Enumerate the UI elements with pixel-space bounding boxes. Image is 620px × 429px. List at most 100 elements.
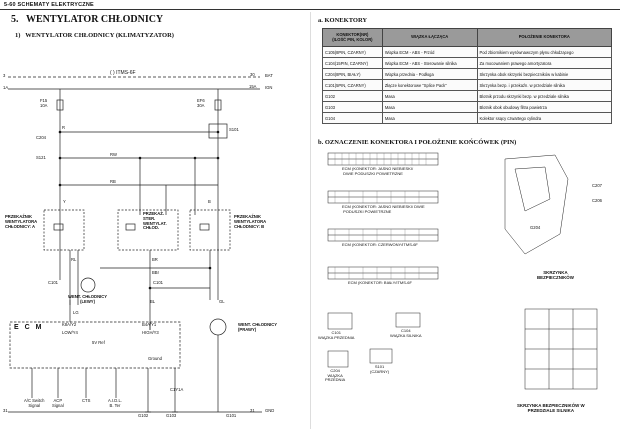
c101-left-label: C101 <box>48 280 59 285</box>
table-cell: Wiązka ECM - ABS - Przód <box>381 46 478 58</box>
wire-color-3: RB <box>110 179 116 184</box>
connector3-caption: ECM (KONEKTOR: CZERWONY/ITMS-6F <box>342 242 418 247</box>
bus-label: ( ) ITMS-6F <box>110 70 136 76</box>
table-row: C204(8PIN, BIAŁY) Wiązka przednia - Podł… <box>322 68 613 80</box>
connector-table: KONEKTOR(NR) (ILOŚĆ PIN, KOLOR) WIĄZKA Ł… <box>322 28 613 124</box>
s101-label: S101 <box>229 127 239 132</box>
ground-point-2: G103 <box>166 413 177 418</box>
connector4-caption: ECM (KONEKTOR: BIAŁY/ITMS-6F <box>348 280 412 285</box>
wire-color-9: BBr <box>152 270 159 275</box>
callout-g204: G204 <box>530 225 541 230</box>
table-row: C104(15PIN, CZARNY) Wiązka ECM - ABS - S… <box>322 57 613 69</box>
bus-num-left-mid: 1A <box>3 85 9 90</box>
bus-num-left-bottom: 31 <box>3 408 8 413</box>
connector1-caption: ECM (KONEKTOR: JASNO NIEBIESKI/ DWIE POD… <box>342 166 414 176</box>
table-cell: C204(8PIN, BIAŁY) <box>322 68 383 80</box>
header-rule <box>0 9 620 10</box>
table-header: WIĄZKA ŁĄCZĄCA <box>381 28 478 47</box>
connectors-section-title: a. KONEKTORY <box>318 17 368 24</box>
page-header: 5-60 SCHEMATY ELEKTRYCZNE <box>4 2 94 8</box>
table-row: G104 Masa Kolektor ssący czwartego cylin… <box>322 112 613 124</box>
c101-caption: C101 WIĄZKA PRZEDNIA <box>318 330 355 340</box>
table-cell: Pod zbiornikiem wyrównawczym płynu chłod… <box>476 46 613 58</box>
sensor-cts: CTS <box>82 398 91 403</box>
callout-c207: C207 <box>592 183 603 188</box>
wire-color-4: Y <box>63 199 66 204</box>
ecm-pin-right: B4A/Y1 <box>142 322 157 327</box>
wire-color-7: RL <box>71 257 77 262</box>
bus-num-right-bottom: 31 <box>250 408 255 413</box>
section-title: 5. WENTYLATOR CHŁODNICY <box>11 14 163 25</box>
ecm-pin-high: HIGH/Y3 <box>142 330 159 335</box>
ecm-ref-label: 5V Ref <box>92 340 105 345</box>
wire-color-11: LG <box>73 310 79 315</box>
table-cell: Skrzynka obok skrzynki bezpieczników w k… <box>476 68 613 80</box>
sensor-aidl: A.I.D.L. B. Ter <box>108 398 122 408</box>
callout-c206: C206 <box>592 198 603 203</box>
table-cell: Złącze konektorowe "Splice Pack" <box>381 79 478 91</box>
ecm-label: E C M <box>14 324 44 331</box>
wire-color-8: BL <box>150 299 156 304</box>
ecm-ground-label: Ground <box>148 356 162 361</box>
relay-left-title: PRZEKAŹNIK WENTYLATORA CHŁODNICY: A <box>5 214 38 229</box>
table-cell: G102 <box>322 90 383 102</box>
table-row: G102 Masa Blotnik przodu skrzynki bezp. … <box>322 90 613 102</box>
s101-caption: S101 (CZARNY) <box>370 364 390 374</box>
table-row: G103 Masa Blotnik obok obudowy filtra po… <box>322 101 613 113</box>
subsection-title: 1) WENTYLATOR CHŁODNICY (KLIMATYZATOR) <box>15 32 174 39</box>
table-header: POŁOŻENIE KONEKTORA <box>476 28 613 47</box>
table-cell: Masa <box>381 112 478 124</box>
ground-point-1: G102 <box>138 413 149 418</box>
page-spine <box>310 12 311 429</box>
subsection-title-text: WENTYLATOR CHŁODNICY (KLIMATYZATOR) <box>25 32 174 39</box>
ecm-pin-left: K8A/Y2 <box>62 322 77 327</box>
table-cell: C105(8PIN, CZARNY) <box>322 46 383 58</box>
ign-label: IGN <box>265 85 273 90</box>
bus-num-left-top: 3 <box>3 73 6 78</box>
fuse-left-label: F15 10A <box>40 98 48 108</box>
table-header-row: KONEKTOR(NR) (ILOŚĆ PIN, KOLOR) WIĄZKA Ł… <box>322 28 613 47</box>
wire-color-2: RW <box>110 152 117 157</box>
table-cell: C101(5PIN, CZARNY) <box>322 79 383 91</box>
table-cell: Kolektor ssący czwartego cylindra <box>476 112 613 124</box>
relay-mid-title: PRZEKAŹ. STER. WENTYLAT. CHŁOD. <box>143 211 167 231</box>
table-header: KONEKTOR(NR) (ILOŚĆ PIN, KOLOR) <box>322 28 383 47</box>
fusebox-caption: SKRZYNKA BEZPIECZNIKÓW <box>537 270 574 281</box>
wire-color-1: R <box>62 125 66 130</box>
section-title-text: WENTYLATOR CHŁODNICY <box>26 14 164 25</box>
table-cell: G104 <box>322 112 383 124</box>
table-cell: Za mocowaniem prawego amortyzatora <box>476 57 613 69</box>
wiring-schematic <box>8 76 262 413</box>
table-cell: Masa <box>381 101 478 113</box>
ecm-pin-low: LOW/Y4 <box>62 330 78 335</box>
wire-color-5: B <box>208 199 211 204</box>
sensor-c1y1a: C1Y1A <box>170 387 184 392</box>
table-cell: G103 <box>322 101 383 113</box>
wire-color-10: GL <box>219 299 225 304</box>
table-cell: Blotnik obok obudowy filtra powietrza <box>476 101 613 113</box>
table-cell: Blotnik przodu skrzynki bezp. w przedzia… <box>476 90 613 102</box>
c104-caption: C104 WIĄZKA SILNIKA <box>390 328 422 338</box>
gnd-label: GND <box>265 408 275 413</box>
ground-point-3: G101 <box>226 413 237 418</box>
table-cell: C104(15PIN, CZARNY) <box>322 57 383 69</box>
sensor-ac-switch: A/C Switch Signal <box>24 398 45 408</box>
motor-right-label: WENT. CHŁODNICY (PRAWY) <box>238 322 278 332</box>
motor-left-label: WENT. CHŁODNICY (LEWY) <box>68 294 108 304</box>
fusebox-engine-caption: SKRZYNKA BEZPIECZNIKÓW W PRZEDZIALE SILN… <box>517 403 585 414</box>
s121-label: S121 <box>36 155 46 160</box>
fuse-right-label: EF6 30A <box>197 98 205 108</box>
bus-num-right-mid: 15A <box>249 84 257 89</box>
wire-color-6: BR <box>152 257 158 262</box>
table-cell: Masa <box>381 90 478 102</box>
connector2-caption: ECM (KONEKTOR: JASNO NIEBIESKI/ DWIE POD… <box>342 204 425 214</box>
table-row: C105(8PIN, CZARNY) Wiązka ECM - ABS - Pr… <box>322 46 613 58</box>
table-cell: Wiązka ECM - ABS - Sterowanie silnika <box>381 57 478 69</box>
table-cell: Wiązka przednia - Podłoga <box>381 68 478 80</box>
section-number: 5. <box>11 14 19 25</box>
table-row: C101(5PIN, CZARNY) Złącze konektorowe "S… <box>322 79 613 91</box>
c204-label: C204 <box>36 135 47 140</box>
bat-label: BAT <box>265 73 273 78</box>
bus-num-right-top: 30 <box>250 72 255 77</box>
